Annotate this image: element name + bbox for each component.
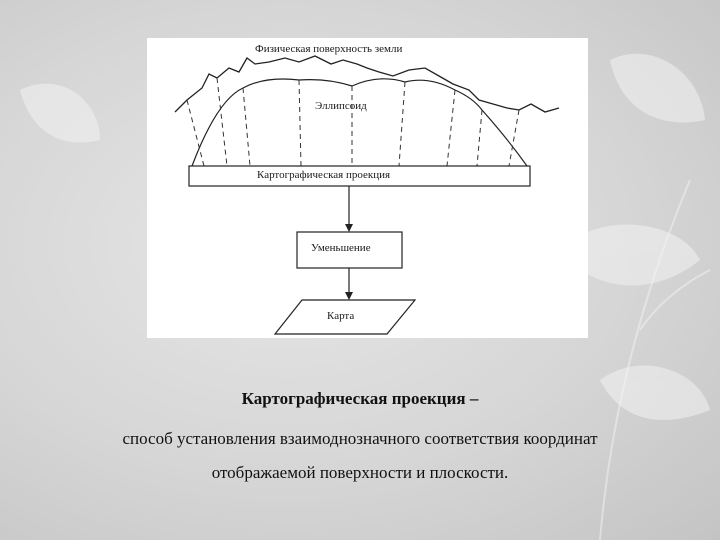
arrow-head-1 <box>345 224 353 232</box>
projection-diagram <box>174 55 560 335</box>
caption-line-2: отображаемой поверхности и плоскости. <box>211 463 509 482</box>
projection-bar <box>188 165 531 187</box>
arrow-head-2 <box>345 292 353 300</box>
projection-dashed-lines <box>186 77 520 167</box>
physical-surface-label: Физическая поверхность земли <box>255 43 403 55</box>
ellipsoid-label: Эллипсоид <box>315 100 367 112</box>
map-label: Карта <box>327 310 355 322</box>
reduction-label: Уменьшение <box>311 242 371 254</box>
caption-line-1: способ установления взаимоднозначного со… <box>122 429 598 448</box>
map-parallelogram <box>273 299 417 335</box>
physical-surface-line <box>174 55 560 113</box>
projection-label: Картографическая проекция <box>257 169 391 181</box>
diagram-panel: Физическая поверхность земли Эллипсоид К… <box>147 38 588 338</box>
ellipsoid-line <box>191 78 528 167</box>
caption-title: Картографическая проекция – <box>241 389 479 408</box>
